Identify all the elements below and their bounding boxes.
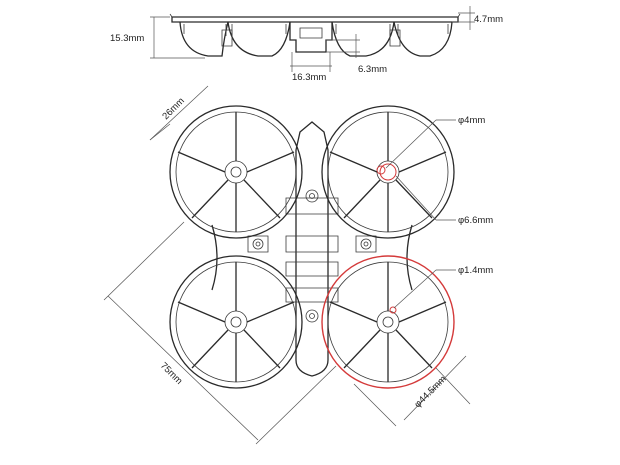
dim-motor-hole: φ4mm [385, 115, 485, 169]
label-screw-hole: φ1.4mm [458, 265, 493, 276]
prop-diameter-highlight [321, 255, 455, 389]
dim-duct-width: 26mm [149, 85, 209, 141]
duct-bottom-left [169, 255, 303, 389]
duct-bottom-right [321, 255, 455, 389]
motor-hole-highlight [376, 165, 386, 175]
dim-height-total: 15.3mm [110, 16, 205, 59]
label-prop-diameter: φ44.5mm [412, 374, 448, 410]
dim-top-offset: 4.7mm [452, 6, 503, 30]
label-bottom-height: 6.3mm [358, 64, 387, 75]
label-top-offset: 4.7mm [474, 14, 503, 25]
label-motor-mount: φ6.6mm [458, 215, 493, 226]
duct-top-right [321, 105, 455, 239]
label-height-total: 15.3mm [110, 33, 144, 44]
top-view [211, 121, 413, 377]
screw-hole-highlight [389, 306, 397, 314]
side-view [169, 13, 461, 57]
label-motor-hole: φ4mm [458, 115, 485, 126]
dim-motor-mount: φ6.6mm [395, 175, 493, 226]
dim-screw-hole: φ1.4mm [393, 265, 493, 309]
label-bottom-width: 16.3mm [292, 72, 326, 83]
motor-mount-highlight [379, 163, 397, 181]
label-wheelbase: 75mm [158, 360, 185, 387]
duct-top-left [169, 105, 303, 239]
dim-bottom-height: 6.3mm [326, 34, 387, 75]
dim-prop-diameter: φ44.5mm [353, 355, 471, 427]
dim-bottom-width: 16.3mm [290, 52, 332, 83]
